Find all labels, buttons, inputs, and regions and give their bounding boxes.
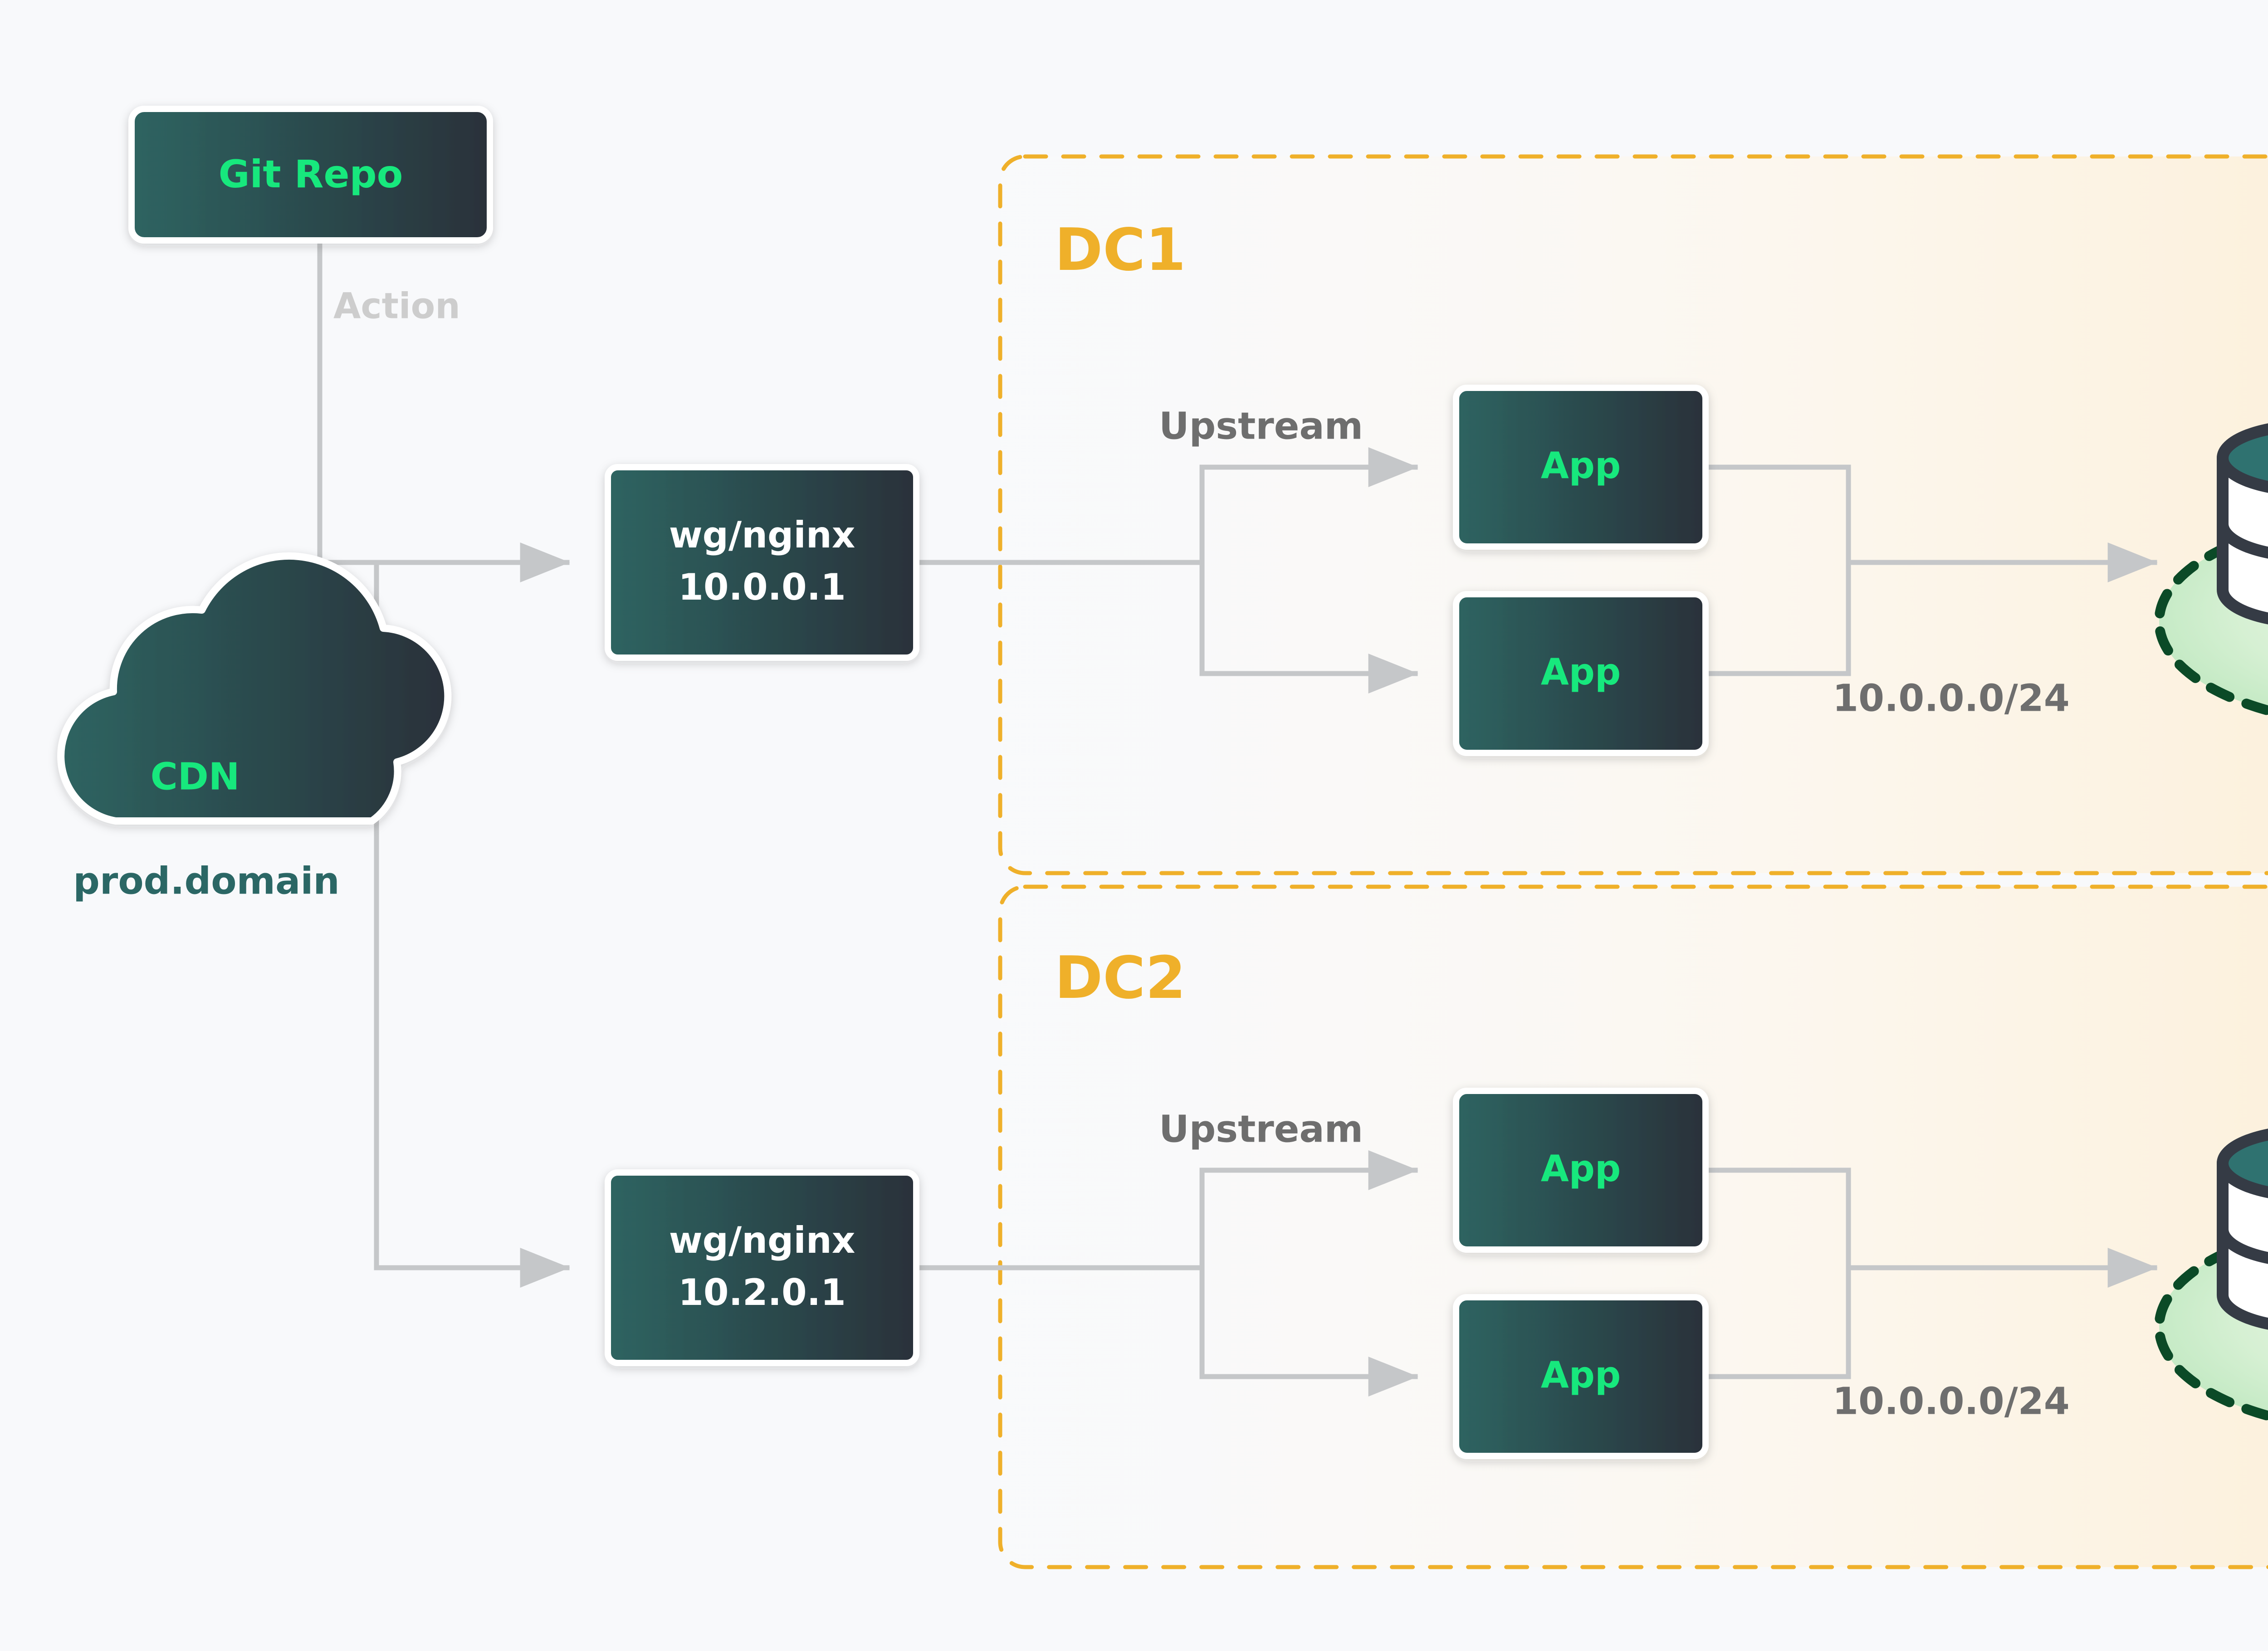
region-dc1-title: DC1 bbox=[1055, 216, 1186, 284]
app-dc1-1-label: App bbox=[1541, 444, 1621, 487]
subnet-label-dc2: 10.0.0.0/24 bbox=[1833, 1380, 2070, 1423]
connector-fork-dc1-app2 bbox=[1199, 560, 1418, 694]
node-app-dc2-2[interactable]: App bbox=[1453, 1294, 1709, 1459]
node-app-dc1-2[interactable]: App bbox=[1453, 591, 1709, 756]
connector-fork-dc2-app2 bbox=[1199, 1265, 1418, 1397]
node-gateway-dc2[interactable]: wg/nginx 10.2.0.1 bbox=[605, 1169, 919, 1366]
node-dbs-dc1[interactable]: DBs bbox=[2154, 423, 2268, 795]
upstream-label-dc2: Upstream bbox=[1159, 1108, 1363, 1151]
gateway-dc1-box[interactable] bbox=[605, 464, 919, 661]
app-dc1-2-box[interactable] bbox=[1453, 591, 1709, 756]
cdn-label: CDN bbox=[151, 755, 240, 798]
connector-fork-dc2-app1 bbox=[1199, 1150, 1418, 1270]
git-repo-box[interactable] bbox=[128, 106, 493, 244]
cdn-cloud-icon[interactable] bbox=[57, 552, 452, 825]
subnet-label-dc1: 10.0.0.0/24 bbox=[1833, 677, 2070, 720]
node-cdn[interactable]: CDN prod.domain bbox=[57, 552, 452, 903]
upstream-label-dc1: Upstream bbox=[1159, 405, 1363, 448]
git-repo-label: Git Repo bbox=[219, 152, 403, 196]
connector-merge-dc1 bbox=[1703, 464, 1851, 676]
gateway-dc2-service: wg/nginx bbox=[669, 1219, 855, 1261]
region-dc2-title: DC2 bbox=[1055, 944, 1186, 1012]
node-app-dc1-1[interactable]: App bbox=[1453, 385, 1709, 550]
connector-merge-dc2 bbox=[1703, 1167, 1851, 1379]
gateway-dc1-service: wg/nginx bbox=[669, 514, 855, 556]
connector-fork-dc1-app1 bbox=[1199, 447, 1418, 565]
app-dc1-2-label: App bbox=[1541, 651, 1621, 693]
gateway-dc1-address: 10.0.0.1 bbox=[678, 566, 846, 608]
dbs-dc1-cylinder-back-left bbox=[2217, 423, 2268, 625]
node-git-repo[interactable]: Git Repo bbox=[128, 106, 493, 244]
cdn-domain-caption: prod.domain bbox=[73, 860, 340, 903]
gateway-dc2-address: 10.2.0.1 bbox=[678, 1271, 846, 1314]
app-dc2-2-box[interactable] bbox=[1453, 1294, 1709, 1459]
edge-label-action: Action bbox=[333, 286, 460, 327]
app-dc2-1-box[interactable] bbox=[1453, 1088, 1709, 1253]
app-dc1-1-box[interactable] bbox=[1453, 385, 1709, 550]
gateway-dc2-box[interactable] bbox=[605, 1169, 919, 1366]
node-gateway-dc1[interactable]: wg/nginx 10.0.0.1 bbox=[605, 464, 919, 661]
node-dbs-dc2[interactable]: DBs bbox=[2154, 1128, 2268, 1500]
app-dc2-2-label: App bbox=[1541, 1354, 1621, 1396]
dbs-dc2-cylinder-back-left bbox=[2217, 1128, 2268, 1330]
node-app-dc2-1[interactable]: App bbox=[1453, 1088, 1709, 1253]
app-dc2-1-label: App bbox=[1541, 1148, 1621, 1190]
